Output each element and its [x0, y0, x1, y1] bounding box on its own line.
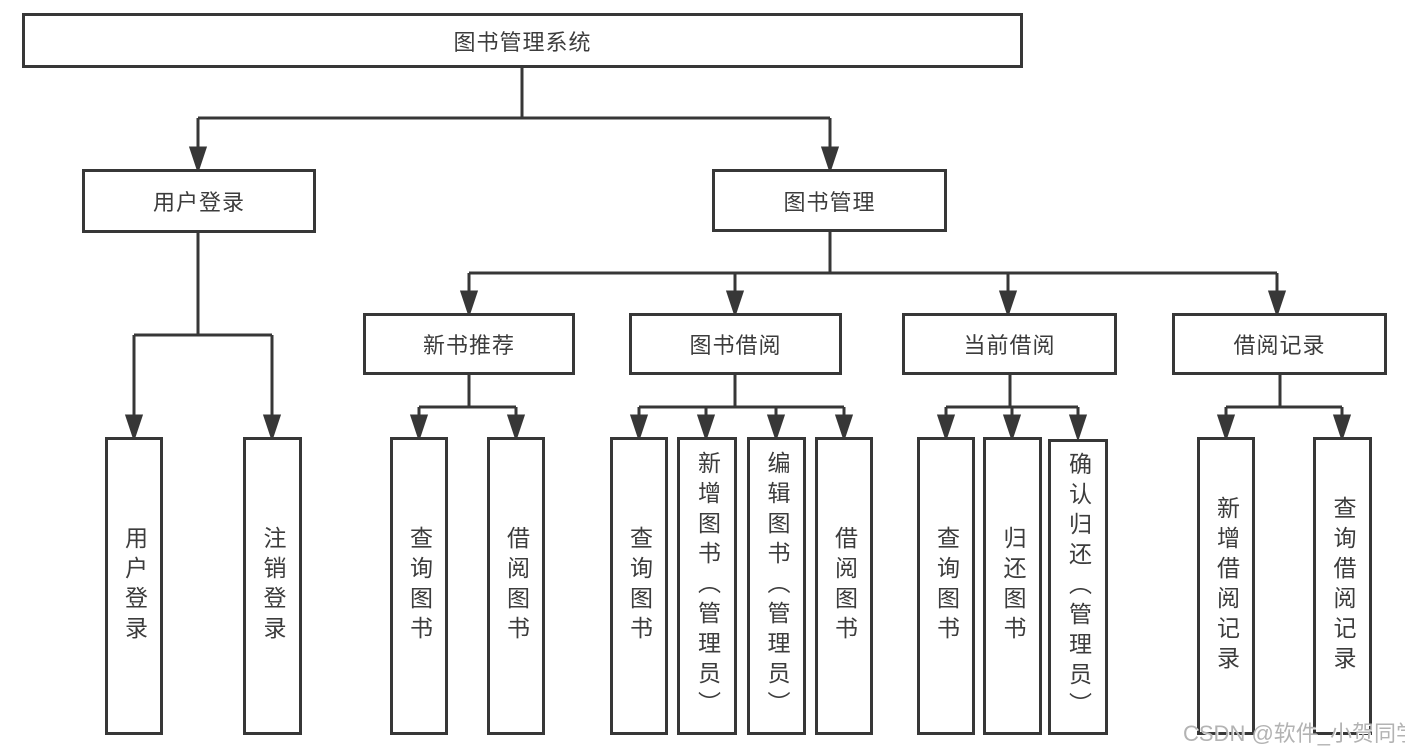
node-borrowing-records: 借阅记录 [1172, 313, 1387, 375]
leaf-label: 借阅图书 [831, 526, 858, 646]
node-label: 用户登录 [152, 190, 245, 215]
leaf-label: 查询借阅记录 [1330, 496, 1356, 676]
node-new-book-recommendation: 新书推荐 [363, 313, 575, 375]
leaf-label: 归还图书 [1000, 526, 1026, 646]
leaf-borrow-books-recommend: 借阅图书 [487, 437, 545, 735]
node-label: 新书推荐 [422, 333, 515, 358]
connector-userlogin-to-leaves [124, 233, 282, 442]
node-library-management-system: 图书管理系统 [22, 13, 1023, 68]
leaf-user-login: 用户登录 [105, 437, 163, 735]
leaf-add-book-admin: 新增图书（管理员） [677, 437, 737, 735]
node-label: 图书管理 [783, 189, 876, 215]
leaf-confirm-return-admin: 确认归还（管理员） [1048, 439, 1108, 735]
node-label: 图书借阅 [689, 333, 782, 358]
leaf-label: 借阅图书 [503, 526, 530, 646]
leaf-label: 新增借阅记录 [1213, 496, 1240, 676]
leaf-query-books-current: 查询图书 [917, 437, 975, 735]
leaf-label: 用户登录 [121, 526, 148, 646]
leaf-query-books-borrowing: 查询图书 [610, 437, 668, 735]
leaf-label: 查询图书 [406, 526, 433, 646]
node-current-borrowing: 当前借阅 [902, 313, 1117, 375]
node-label: 当前借阅 [963, 333, 1056, 358]
leaf-label: 编辑图书（管理员） [764, 451, 790, 721]
node-user-login: 用户登录 [82, 169, 316, 233]
connector-root-to-level2 [188, 68, 840, 174]
csdn-watermark: CSDN @软件_小贺同学 [1183, 721, 1405, 746]
connector-records-to-leaves [1216, 375, 1352, 442]
leaf-label: 查询图书 [626, 526, 653, 646]
connector-current-to-leaves [936, 375, 1088, 442]
node-book-borrowing: 图书借阅 [629, 313, 842, 375]
node-label: 借阅记录 [1233, 333, 1326, 358]
leaf-return-books: 归还图书 [983, 437, 1042, 735]
leaf-query-borrow-record: 查询借阅记录 [1313, 437, 1372, 735]
leaf-label: 新增图书（管理员） [694, 451, 721, 721]
leaf-label: 查询图书 [933, 526, 960, 646]
leaf-label: 确认归还（管理员） [1065, 452, 1092, 722]
leaf-borrow-books-borrowing: 借阅图书 [815, 437, 873, 735]
connector-newbook-to-leaves [409, 375, 526, 442]
leaf-query-books-recommend: 查询图书 [390, 437, 448, 735]
node-book-management: 图书管理 [712, 169, 947, 232]
connector-bookmgmt-to-level3 [459, 232, 1287, 318]
leaf-label: 注销登录 [260, 526, 286, 646]
leaf-logout: 注销登录 [243, 437, 302, 735]
leaf-edit-book-admin: 编辑图书（管理员） [747, 437, 806, 735]
node-label: 图书管理系统 [453, 29, 592, 55]
leaf-add-borrow-record: 新增借阅记录 [1197, 437, 1255, 735]
connector-borrowing-to-leaves [629, 375, 854, 442]
